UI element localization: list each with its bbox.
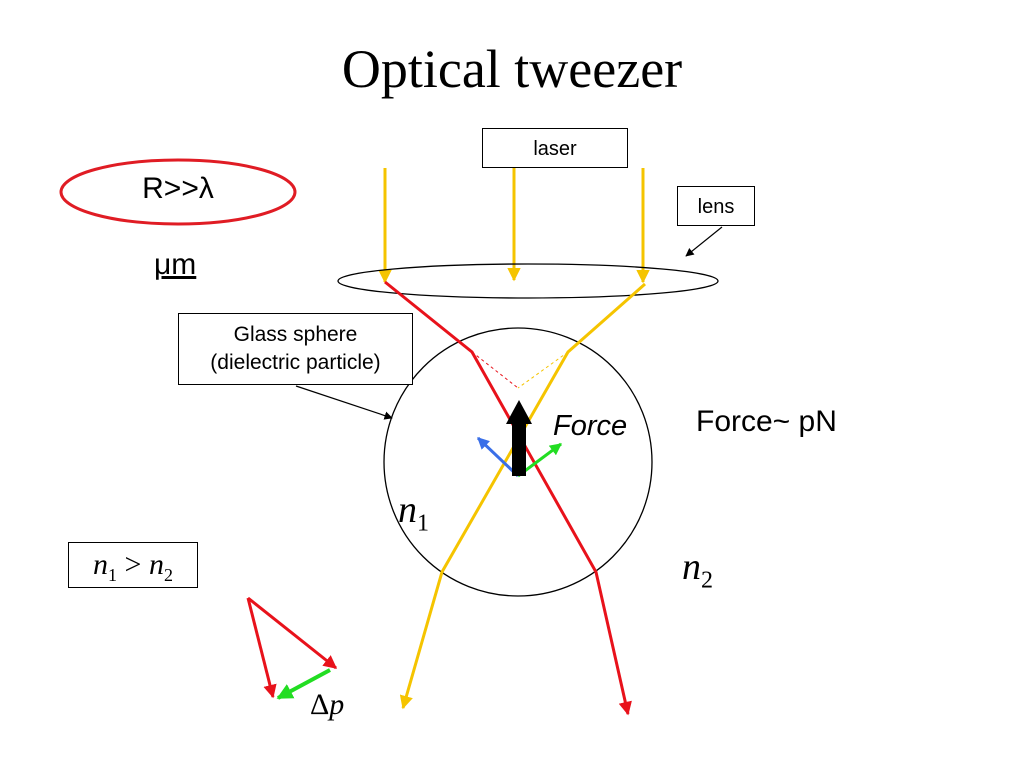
triangle-green-side [276,668,331,700]
yellow-ray [399,282,646,710]
inside-index-n: n [398,489,417,531]
glass-label-line2: (dielectric particle) [210,351,381,374]
blue-momentum-arrow [476,436,520,478]
outside-index-label: n2 [682,545,713,595]
force-label: Force [553,410,628,442]
glass-pointer-arrow [295,385,393,420]
momentum-change-label: Δp [310,688,344,722]
glass-sphere [383,327,653,597]
size-label: μm [154,248,197,281]
outside-index-n: n [682,546,701,588]
force-magnitude-label: Force~ pN [696,405,837,438]
regime-label: R>>λ [142,172,214,205]
lens-ellipse [337,263,719,299]
momentum-delta: Δ [310,688,330,721]
glass-sphere-label-box: Glass sphere (dielectric particle) [178,313,413,385]
outside-index-sub: 2 [701,567,713,594]
triangle-red-side-right [247,596,338,670]
lens-pointer-arrow [685,226,723,257]
ineq-left-n: n [93,548,109,581]
ineq-operator: > [124,548,142,581]
force-arrow-shaft [512,422,526,476]
inside-index-label: n1 [398,488,429,538]
ineq-right-sub: 2 [163,565,173,585]
red-ray [384,280,632,716]
slide-title: Optical tweezer [341,39,683,99]
inside-index-sub: 1 [417,510,429,537]
ineq-right-n: n [148,548,164,581]
yellow-ray-extension [517,351,569,389]
lens-label-box: lens [677,186,755,226]
regime-ellipse [59,158,297,226]
ineq-left-sub: 1 [108,565,118,585]
index-inequality-box: n1 > n2 [68,542,198,588]
force-arrow-head [506,400,532,424]
red-ray-extension [471,351,519,389]
momentum-var: p [329,688,345,721]
glass-label-line1: Glass sphere [233,323,358,346]
laser-label-box: laser [482,128,628,168]
triangle-red-side-left [246,597,277,699]
